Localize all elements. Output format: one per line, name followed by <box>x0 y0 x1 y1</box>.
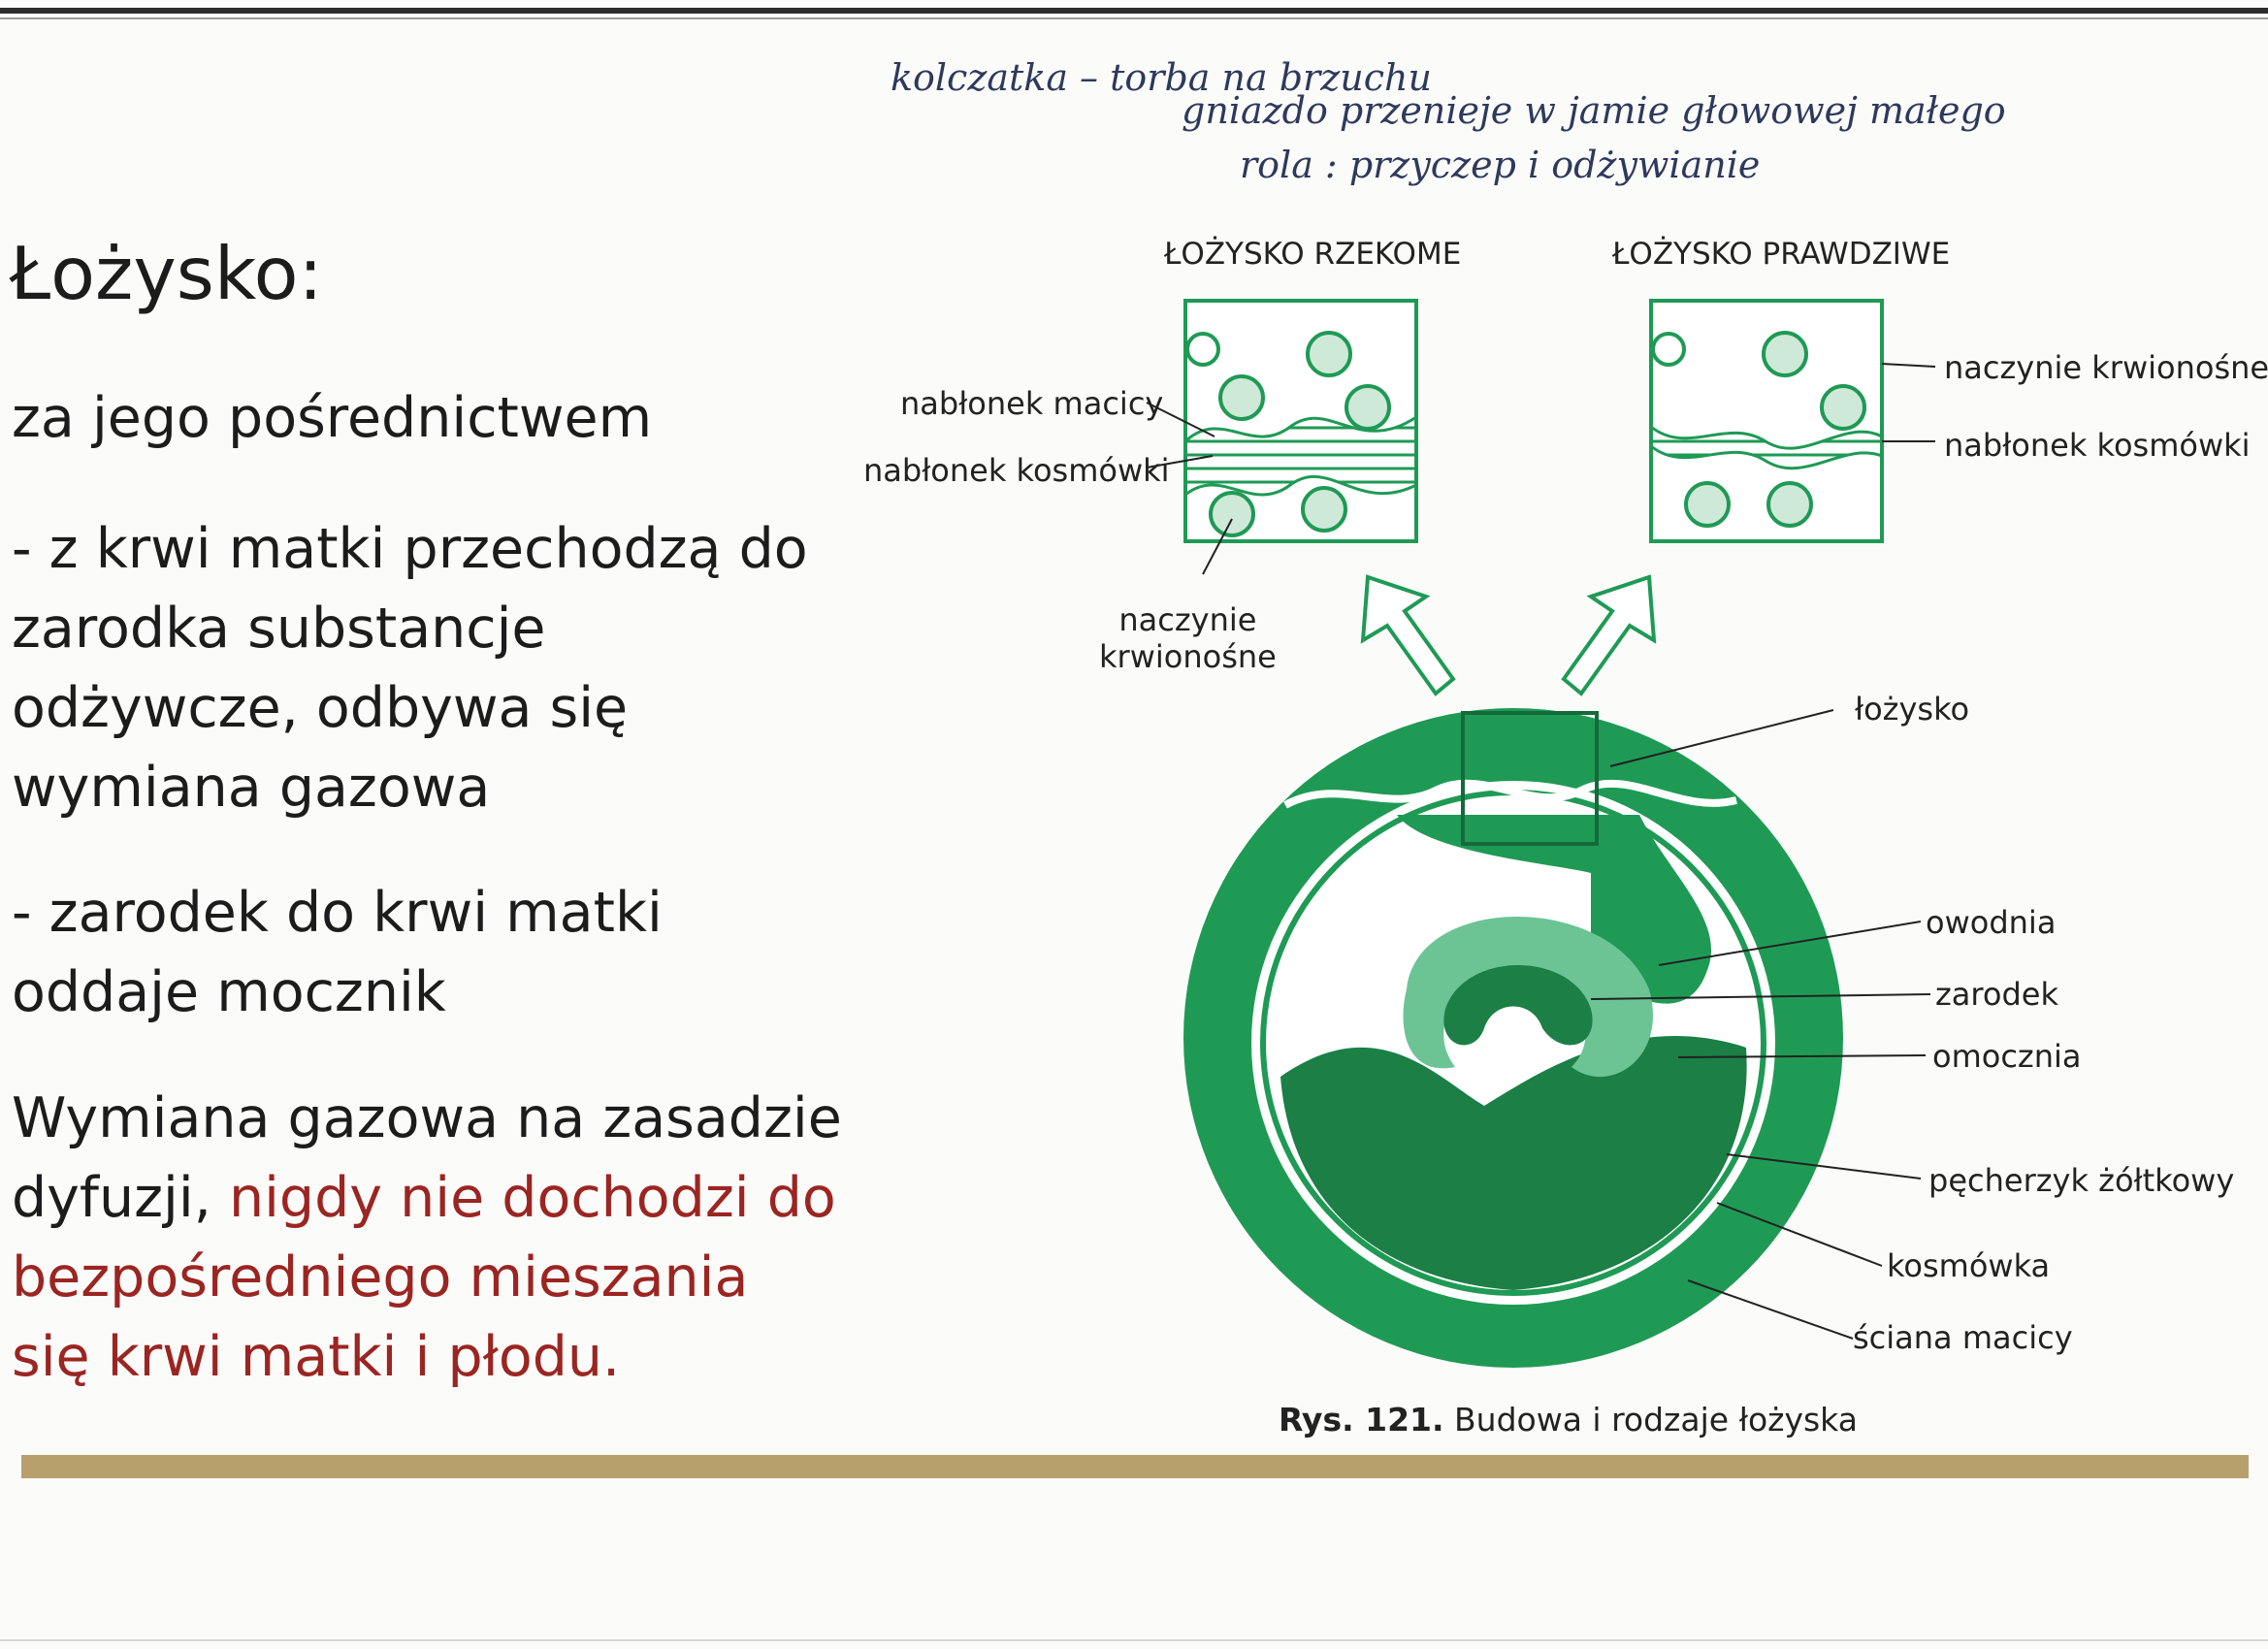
label-uterine-epithelium: nabłonek macicy <box>900 385 1164 422</box>
leader-lines <box>1146 363 1936 1340</box>
header-true-placenta: ŁOŻYSKO PRAWDZIWE <box>1612 237 1951 272</box>
nutrient-exchange-text: - z krwi matki przechodzą do zarodka sub… <box>12 509 808 827</box>
label-blood-vessel-left: naczynie krwionośne <box>1099 601 1277 675</box>
text-line: dyfuzji, <box>12 1166 229 1230</box>
diffusion-text: Wymiana gazowa na zasadzie dyfuzji, nigd… <box>12 1079 842 1397</box>
text-line: wymiana gazowa <box>12 756 491 820</box>
text-line: odżywcze, odbywa się <box>12 676 629 740</box>
highlight-text: się krwi matki i płodu. <box>12 1325 621 1389</box>
caption-text: Budowa i rodzaje łożyska <box>1454 1401 1858 1439</box>
label-embryo: zarodek <box>1935 976 2058 1013</box>
text-line: Wymiana gazowa na zasadzie <box>12 1086 842 1150</box>
label-allantois: omocznia <box>1932 1038 2082 1075</box>
label-line: naczynie <box>1118 601 1257 638</box>
label-line: krwionośne <box>1099 638 1277 675</box>
label-chorion: kosmówka <box>1887 1247 2051 1284</box>
label-chorion-epithelium-right: nabłonek kosmówki <box>1944 427 2251 464</box>
handwritten-note-2: gniazdo przenieje w jamie głowowej małeg… <box>1182 89 2006 132</box>
text-line: - zarodek do krwi matki <box>12 881 663 945</box>
label-uterine-wall: ściana macicy <box>1853 1319 2073 1356</box>
text-line: oddaje mocznik <box>12 960 446 1024</box>
intro-text: za jego pośrednictwem <box>12 386 653 450</box>
arrow-left-icon <box>1360 574 1456 696</box>
label-chorion-epithelium-left: nabłonek kosmówki <box>863 452 1170 489</box>
highlight-text: nigdy nie dochodzi do <box>228 1166 836 1230</box>
label-yolk-sac: pęcherzyk żółtkowy <box>1928 1162 2235 1199</box>
false-placenta-inset <box>1183 299 1418 543</box>
top-border <box>0 8 2268 14</box>
footer-line <box>0 1639 2268 1641</box>
label-blood-vessel-right: naczynie krwionośne <box>1944 349 2268 386</box>
handwritten-note-1: kolczatka – torba na brzuchu <box>891 56 1432 99</box>
handwritten-note-3: rola : przyczep i odżywianie <box>1240 144 1761 186</box>
true-placenta-inset <box>1649 299 1884 543</box>
caption-number: Rys. 121. <box>1279 1401 1444 1439</box>
figure-caption: Rys. 121. Budowa i rodzaje łożyska <box>1279 1401 1858 1439</box>
label-amnion: owodnia <box>1926 904 2057 941</box>
arrow-right-icon <box>1561 574 1657 696</box>
label-placenta: łożysko <box>1855 691 1970 728</box>
urea-text: - zarodek do krwi matki oddaje mocznik <box>12 873 663 1032</box>
bottom-bar <box>21 1455 2249 1478</box>
embryo-diagram <box>1183 708 1843 1368</box>
header-false-placenta: ŁOŻYSKO RZEKOME <box>1164 237 1462 272</box>
top-border-thin <box>0 17 2268 19</box>
text-line: - z krwi matki przechodzą do <box>12 517 808 581</box>
highlight-text: bezpośredniego mieszania <box>12 1245 749 1310</box>
text-line: zarodka substancje <box>12 597 546 661</box>
slide-title: Łożysko: <box>10 231 323 316</box>
